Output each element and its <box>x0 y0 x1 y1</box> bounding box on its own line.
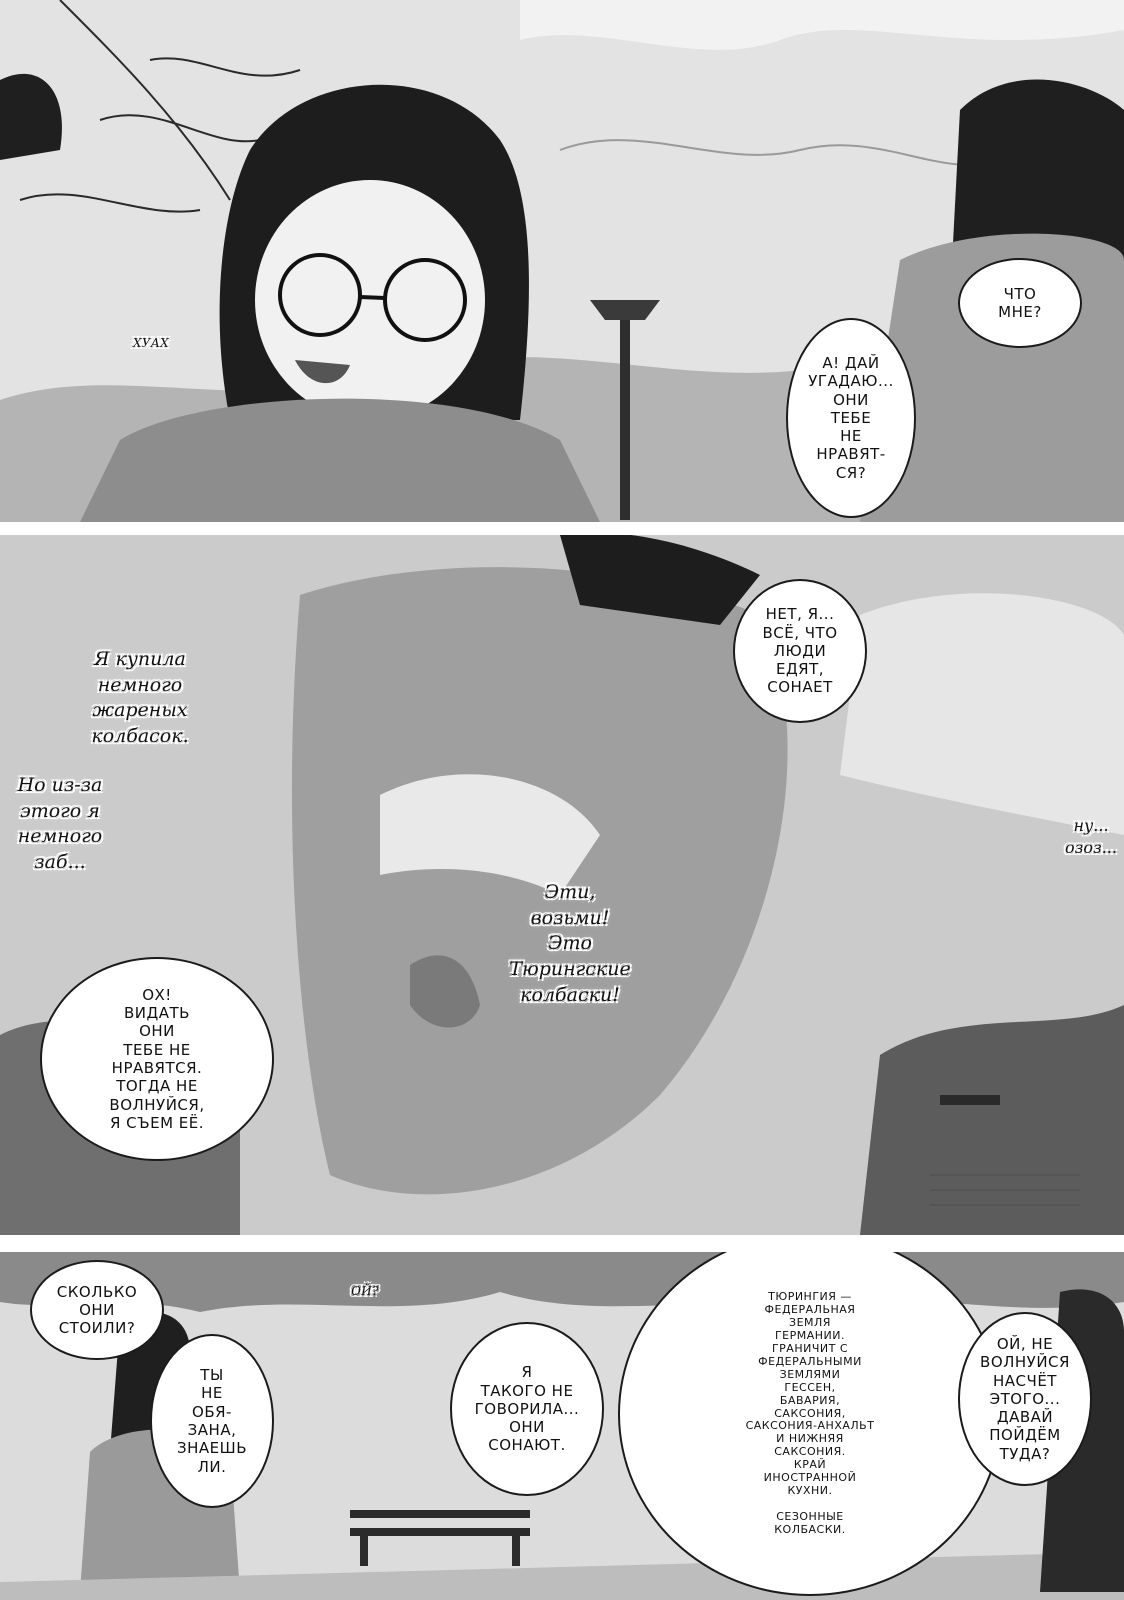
narration-edge: ну... озоз... <box>1065 816 1117 857</box>
bubble-text: А! ДАЙ УГАДАЮ... ОНИ ТЕБЕ НЕ НРАВЯТ- СЯ? <box>808 353 894 482</box>
speech-bubble-question: ЧТО МНЕ? <box>958 258 1082 348</box>
bubble-text: ТЫ НЕ ОБЯ- ЗАНА, ЗНАЕШЬ ЛИ. <box>177 1366 247 1476</box>
bubble-text: ОХ! ВИДАТЬ ОНИ ТЕБЕ НЕ НРАВЯТСЯ. ТОГДА Н… <box>109 985 205 1132</box>
narration-these: Эти, возьми! Это Тюрингские колбаски! <box>509 881 631 1006</box>
bubble-text: ТЮРИНГИЯ — ФЕДЕРАЛЬНАЯ ЗЕМЛЯ ГЕРМАНИИ. Г… <box>745 1289 875 1537</box>
narration-because: Но из-за этого я немного заб... <box>17 774 103 873</box>
speech-bubble-guess: А! ДАЙ УГАДАЮ... ОНИ ТЕБЕ НЕ НРАВЯТ- СЯ? <box>786 318 916 518</box>
panel-top: ЧТО МНЕ? А! ДАЙ УГАДАЮ... ОНИ ТЕБЕ НЕ НР… <box>0 0 1124 522</box>
narration-bought: Я купила немного жареных колбасок. <box>91 648 189 747</box>
panel-top-art <box>0 0 1124 522</box>
speech-bubble-never-said: Я ТАКОГО НЕ ГОВОРИЛА... ОНИ СОНАЮТ. <box>450 1322 604 1496</box>
panel-gutter <box>0 1235 1124 1252</box>
speech-bubble-lets-go: ОЙ, НЕ ВОЛНУЙСЯ НАСЧЁТ ЭТОГО... ДАВАЙ ПО… <box>958 1312 1092 1486</box>
speech-bubble-thuringia: ТЮРИНГИЯ — ФЕДЕРАЛЬНАЯ ЗЕМЛЯ ГЕРМАНИИ. Г… <box>618 1252 1002 1596</box>
bubble-text: НЕТ, Я... ВСЁ, ЧТО ЛЮДИ ЕДЯТ, СОНАЕТ <box>762 605 838 697</box>
bubble-text: ЧТО МНЕ? <box>998 284 1042 321</box>
speech-bubble-how-much: СКОЛЬКО ОНИ СТОИЛИ? <box>30 1260 164 1360</box>
bubble-text: Я ТАКОГО НЕ ГОВОРИЛА... ОНИ СОНАЮТ. <box>474 1363 580 1455</box>
panel-bottom: СКОЛЬКО ОНИ СТОИЛИ? ТЫ НЕ ОБЯ- ЗАНА, ЗНА… <box>0 1252 1124 1600</box>
panel-gutter <box>0 522 1124 535</box>
speech-bubble-dont-have-to: ТЫ НЕ ОБЯ- ЗАНА, ЗНАЕШЬ ЛИ. <box>150 1334 274 1508</box>
sound-effect: ОЙ? <box>351 1284 379 1298</box>
speech-bubble-dont-worry: ОХ! ВИДАТЬ ОНИ ТЕБЕ НЕ НРАВЯТСЯ. ТОГДА Н… <box>40 957 274 1161</box>
speech-bubble-people: НЕТ, Я... ВСЁ, ЧТО ЛЮДИ ЕДЯТ, СОНАЕТ <box>733 579 867 723</box>
bubble-text: СКОЛЬКО ОНИ СТОИЛИ? <box>56 1282 138 1338</box>
sound-effect: ХУАХ <box>132 336 170 350</box>
panel-middle: НЕТ, Я... ВСЁ, ЧТО ЛЮДИ ЕДЯТ, СОНАЕТ Я к… <box>0 535 1124 1235</box>
bubble-text: ОЙ, НЕ ВОЛНУЙСЯ НАСЧЁТ ЭТОГО... ДАВАЙ ПО… <box>980 1334 1070 1463</box>
